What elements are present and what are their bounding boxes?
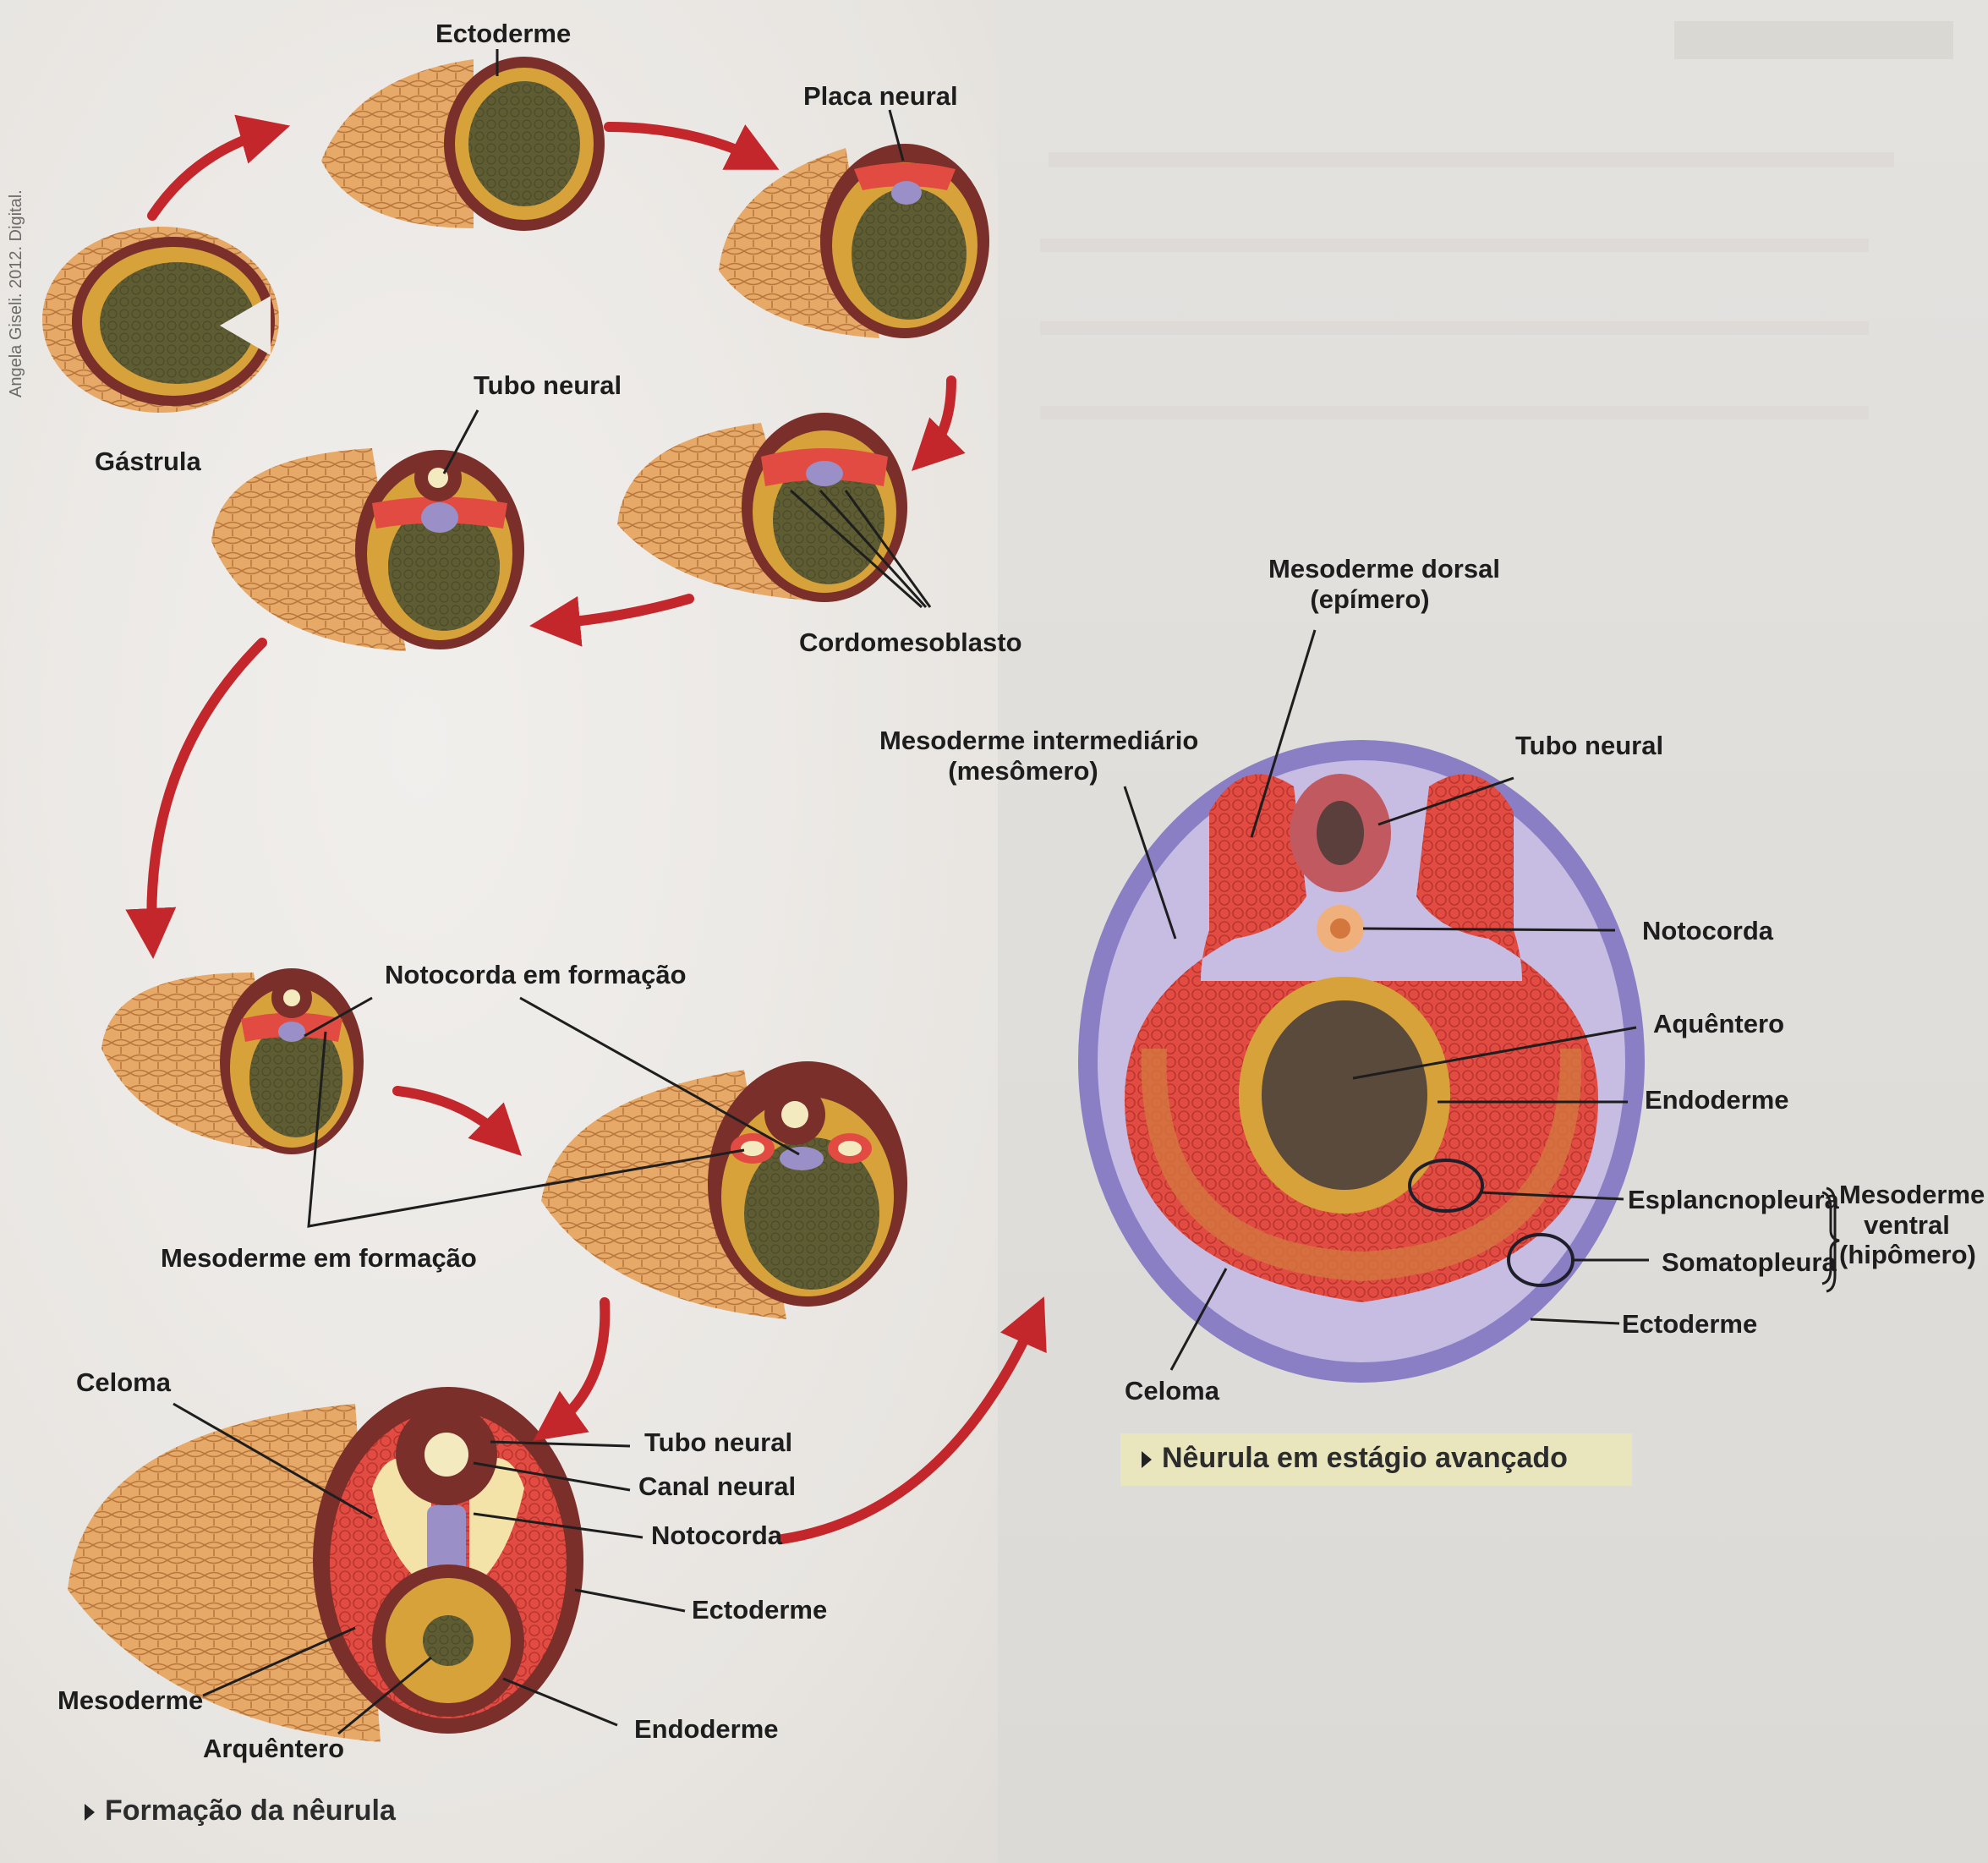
gastrula-stage — [42, 227, 279, 413]
label-mesoderme-ventral-line1: Mesoderme — [1839, 1180, 1985, 1209]
caption-neurula-avancada: Nêurula em estágio avançado — [1142, 1442, 1568, 1475]
label-tubo-neural-2: Tubo neural — [644, 1427, 793, 1457]
caption-highlight — [1120, 1433, 1632, 1486]
label-notocorda-left: Notocorda — [651, 1521, 782, 1550]
label-esplancnopleura: Esplancnopleura — [1628, 1185, 1839, 1214]
label-mesoderme-intermediario: Mesoderme intermediário (mesômero) — [879, 726, 1199, 786]
label-arquentero: Arquêntero — [203, 1734, 345, 1763]
label-epimero: (epímero) — [1310, 584, 1430, 614]
stage-cordomesoblasto — [617, 413, 907, 602]
caption-triangle-icon — [1142, 1451, 1152, 1469]
label-ectoderme-left: Ectoderme — [692, 1595, 828, 1625]
caption-formacao-neurula: Formação da nêurula — [85, 1795, 396, 1827]
label-ectoderme-right: Ectoderme — [1622, 1309, 1758, 1339]
label-mesoderme-dorsal-line1: Mesoderme dorsal — [1268, 554, 1500, 584]
label-placa-neural: Placa neural — [803, 81, 958, 111]
stage-mesoderme-em-formacao — [541, 1061, 907, 1319]
label-endoderme-right: Endoderme — [1645, 1085, 1789, 1115]
label-hipomero: (hipômero) — [1839, 1240, 1976, 1270]
label-somatopleura: Somatopleura — [1662, 1247, 1837, 1277]
label-tubo-neural-right: Tubo neural — [1515, 731, 1664, 760]
caption-right-text: Nêurula em estágio avançado — [1162, 1442, 1568, 1474]
label-endoderme-left: Endoderme — [634, 1714, 779, 1744]
arrow-2 — [604, 122, 780, 170]
label-mesoderme-dorsal: Mesoderme dorsal (epímero) — [1268, 554, 1500, 614]
arrow-8 — [777, 1296, 1047, 1544]
label-mesoderme-ventral: Mesoderme ventral (hipômero) — [1839, 1180, 1985, 1270]
stage-notocorda-em-formacao — [101, 968, 364, 1154]
label-mesoderme-em-formacao: Mesoderme em formação — [161, 1243, 477, 1273]
label-gastrula: Gástrula — [95, 447, 201, 476]
label-tubo-neural-1: Tubo neural — [474, 370, 622, 400]
caption-triangle-icon — [85, 1804, 95, 1822]
label-celoma-left: Celoma — [76, 1367, 171, 1397]
arrow-6 — [392, 1086, 522, 1156]
label-mesomero: (mesômero) — [948, 755, 1098, 786]
arrow-1 — [147, 114, 291, 221]
arrow-3 — [912, 375, 966, 471]
stage-ectoderme — [321, 57, 605, 231]
label-ectoderme-top: Ectoderme — [435, 19, 572, 48]
leader-lines — [173, 49, 1840, 1735]
label-notocorda-right: Notocorda — [1642, 916, 1773, 945]
arrow-5 — [125, 638, 267, 959]
stage-placa-neural — [719, 144, 989, 338]
stage-neurula-formation — [68, 1387, 583, 1742]
label-mesoderme-left: Mesoderme — [58, 1685, 204, 1715]
label-aquentero: Aquêntero — [1653, 1009, 1784, 1038]
label-notocorda-em-formacao: Notocorda em formação — [385, 960, 687, 989]
neurula-advanced-stage — [1078, 740, 1645, 1383]
label-celoma-right: Celoma — [1125, 1376, 1219, 1405]
arrow-4 — [529, 594, 694, 647]
caption-left-text: Formação da nêurula — [105, 1795, 396, 1827]
label-mesoderme-intermediario-line1: Mesoderme intermediário — [879, 726, 1199, 755]
label-mesoderme-ventral-line2: ventral — [1864, 1209, 1950, 1240]
arrows — [125, 114, 1047, 1544]
arrow-7 — [533, 1297, 611, 1441]
label-canal-neural: Canal neural — [638, 1471, 797, 1501]
label-cordomesoblasto: Cordomesoblasto — [799, 627, 1022, 657]
stage-tubo-neural — [211, 448, 524, 651]
